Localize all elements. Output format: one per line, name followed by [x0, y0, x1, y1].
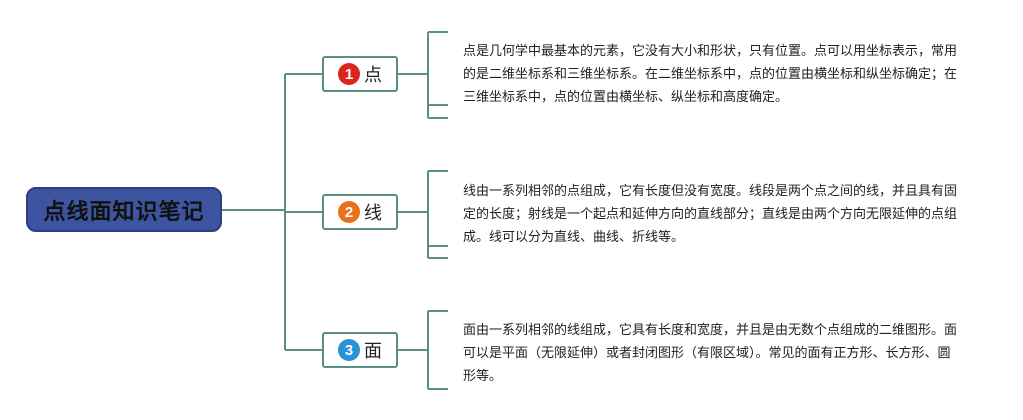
branch-node-point[interactable]: 1 点 — [322, 56, 398, 92]
branch-label: 面 — [364, 341, 382, 362]
number-badge-icon: 3 — [338, 339, 360, 361]
note-bracket-1 — [398, 31, 448, 119]
number-badge-icon: 2 — [338, 201, 360, 223]
branch-label: 线 — [364, 203, 382, 224]
note-bracket-2 — [398, 170, 448, 259]
root-node[interactable]: 点线面知识笔记 — [26, 187, 222, 232]
note-bracket-3 — [398, 310, 448, 390]
branch-node-line[interactable]: 2 线 — [322, 194, 398, 230]
branch-node-plane[interactable]: 3 面 — [322, 332, 398, 368]
root-title: 点线面知识笔记 — [43, 199, 205, 225]
note-plane: 面由一系列相邻的线组成，它具有长度和宽度，并且是由无数个点组成的二维图形。面可以… — [463, 323, 958, 384]
note-point: 点是几何学中最基本的元素，它没有大小和形状，只有位置。点可以用坐标表示，常用的是… — [463, 44, 958, 105]
note-line: 线由一系列相邻的点组成，它有长度但没有宽度。线段是两个点之间的线，并且具有固定的… — [463, 184, 958, 245]
branch-label: 点 — [364, 65, 382, 86]
number-badge-icon: 1 — [338, 63, 360, 85]
